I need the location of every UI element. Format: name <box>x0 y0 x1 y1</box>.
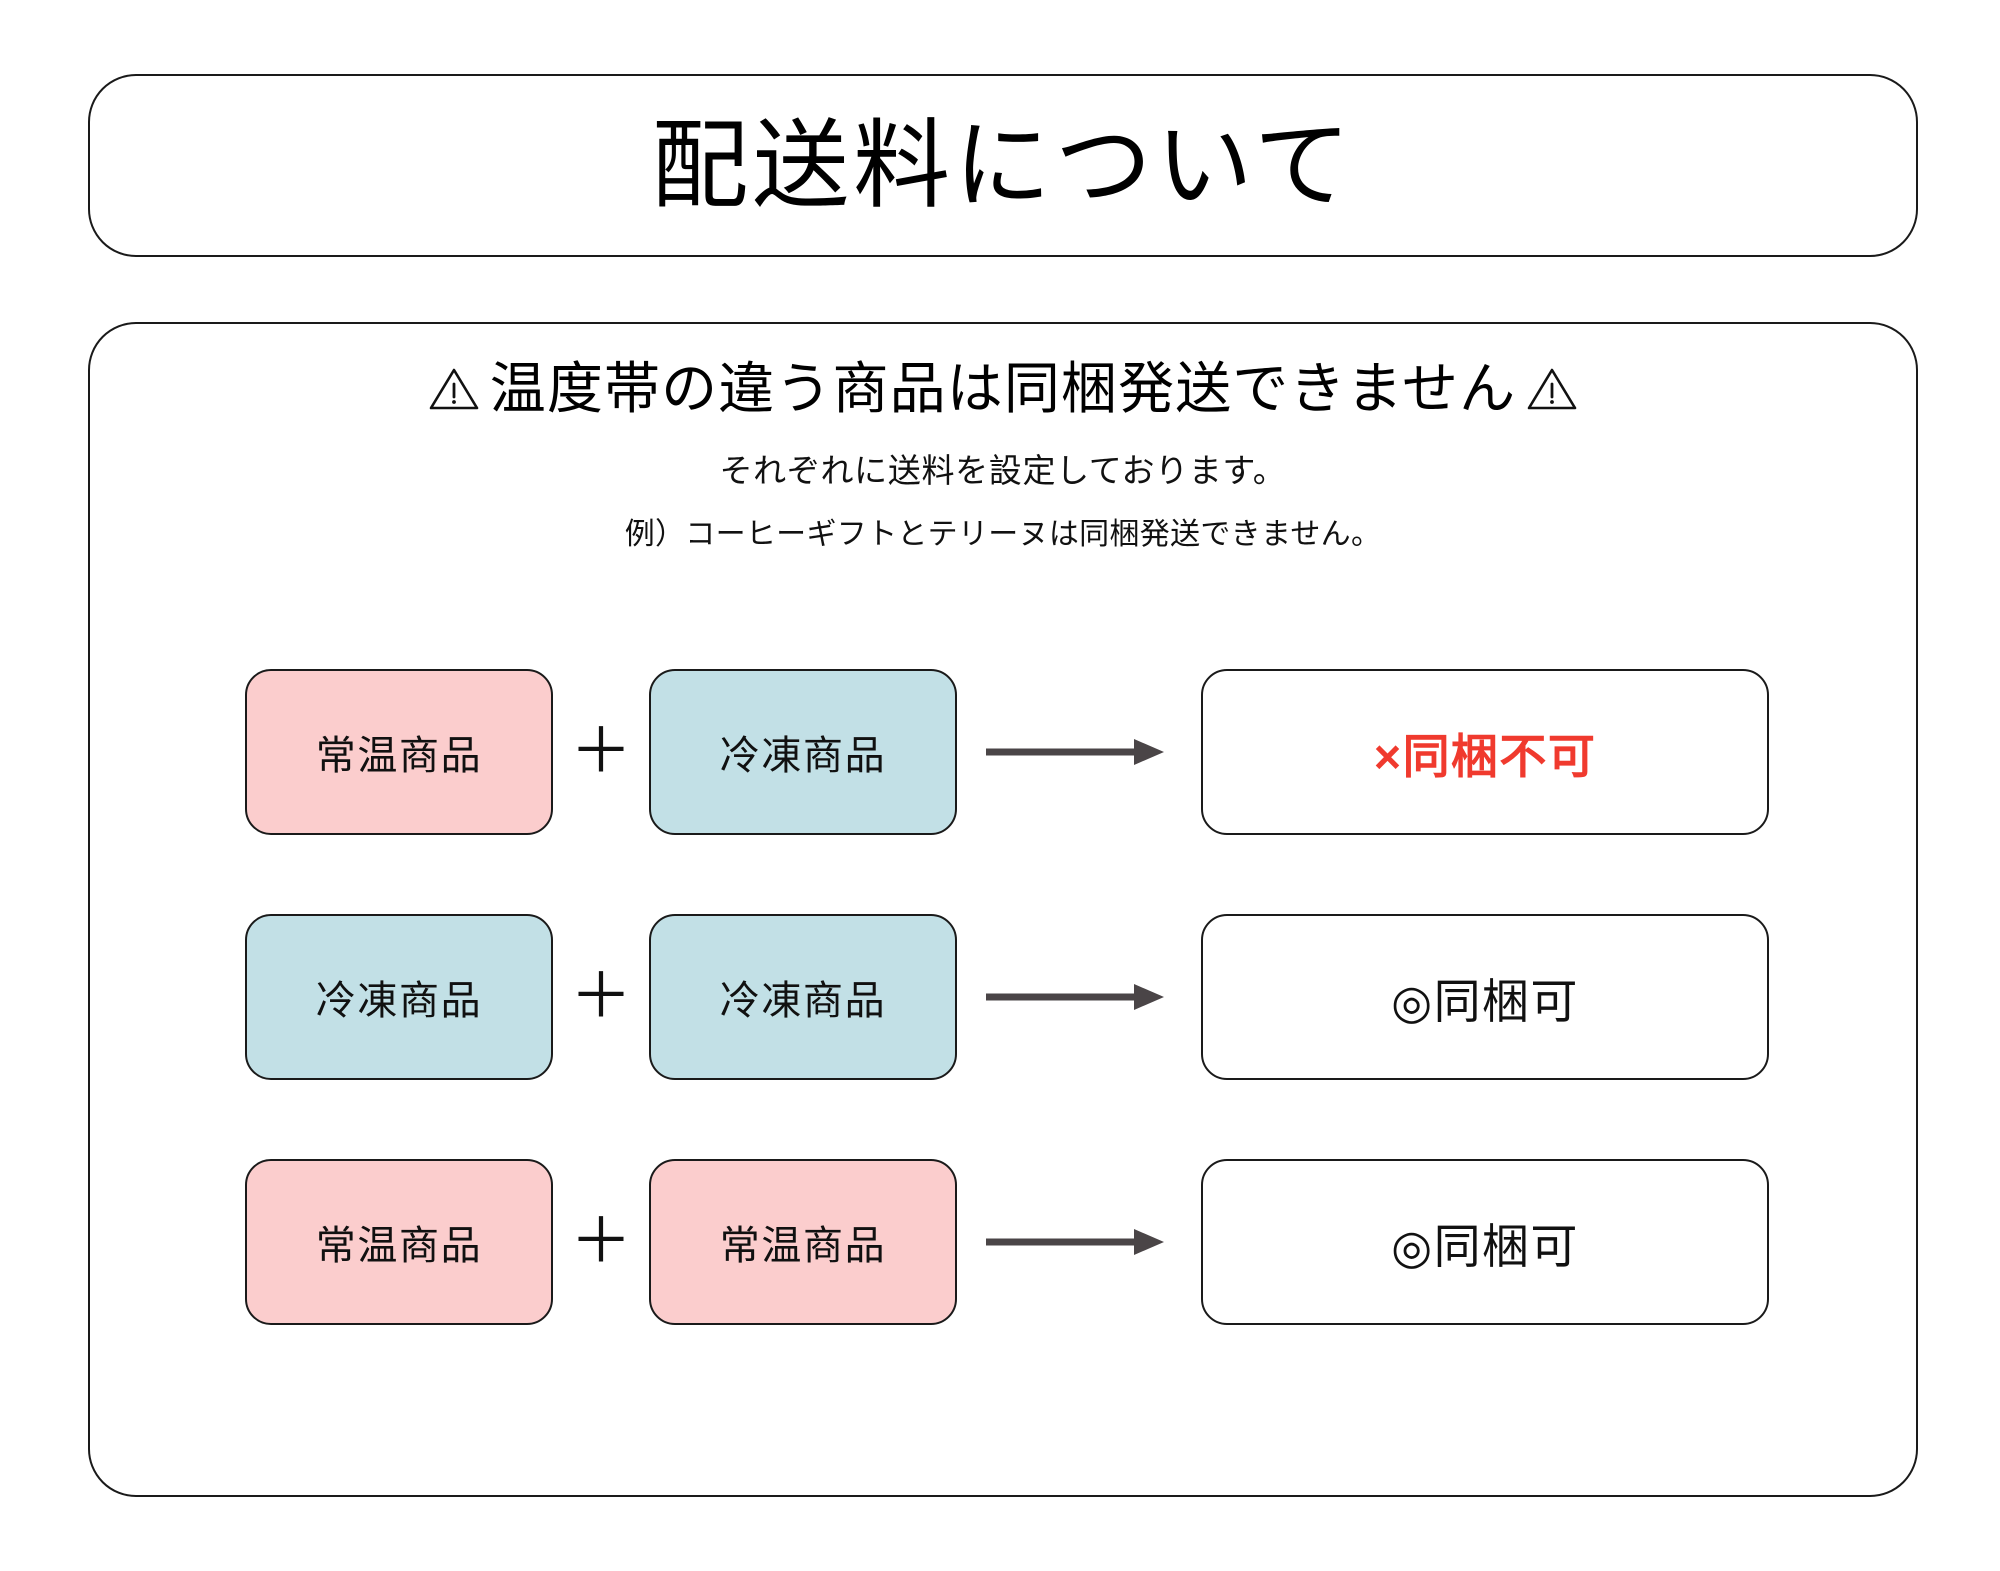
arrow-right-icon <box>957 735 1201 769</box>
warning-triangle-icon <box>1526 358 1578 428</box>
combination-row: 常温商品 ＋ 常温商品 ◎同梱可 <box>90 1159 1916 1327</box>
chip-label: 常温商品 <box>315 734 483 778</box>
chip-frozen-product: 冷凍商品 <box>245 914 553 1080</box>
chip-label: 冷凍商品 <box>719 734 887 778</box>
combination-row: 常温商品 ＋ 冷凍商品 ×同梱不可 <box>90 669 1916 837</box>
result-label: ◎同梱可 <box>1391 1219 1579 1273</box>
chip-frozen-product: 冷凍商品 <box>649 669 957 835</box>
chip-label: 常温商品 <box>315 1224 483 1268</box>
page-title: 配送料について <box>651 111 1355 220</box>
chip-frozen-product: 冷凍商品 <box>649 914 957 1080</box>
notice-block: 温度帯の違う商品は同梱発送できません それぞれに送料を設定しております。 例）コ… <box>90 354 1916 554</box>
chip-label: 冷凍商品 <box>315 979 483 1023</box>
chip-label: 冷凍商品 <box>719 979 887 1023</box>
title-card: 配送料について <box>88 74 1918 257</box>
arrow-right-icon <box>957 980 1201 1014</box>
row-inner: 常温商品 ＋ 冷凍商品 ×同梱不可 <box>245 669 1769 835</box>
combination-rows: 常温商品 ＋ 冷凍商品 ×同梱不可 <box>90 669 1916 1327</box>
chip-warm-product: 常温商品 <box>245 1159 553 1325</box>
notice-example: 例）コーヒーギフトとテリーヌは同梱発送できません。 <box>624 517 1382 551</box>
plus-operator: ＋ <box>569 1207 632 1276</box>
notice-headline: 温度帯の違う商品は同梱発送できません <box>489 357 1517 420</box>
warning-triangle-icon <box>428 358 480 428</box>
combination-row: 冷凍商品 ＋ 冷凍商品 ◎同梱可 <box>90 914 1916 1082</box>
notice-headline-row: 温度帯の違う商品は同梱発送できません <box>90 354 1916 428</box>
plus-operator: ＋ <box>569 717 632 786</box>
plus-operator: ＋ <box>569 962 632 1031</box>
chip-warm-product: 常温商品 <box>649 1159 957 1325</box>
row-inner: 常温商品 ＋ 常温商品 ◎同梱可 <box>245 1159 1769 1325</box>
chip-warm-product: 常温商品 <box>245 669 553 835</box>
chip-label: 常温商品 <box>719 1224 887 1268</box>
result-box: ◎同梱可 <box>1201 914 1769 1080</box>
result-label: ×同梱不可 <box>1373 729 1597 783</box>
notice-subline: それぞれに送料を設定しております。 <box>719 452 1287 489</box>
body-card: 温度帯の違う商品は同梱発送できません それぞれに送料を設定しております。 例）コ… <box>88 322 1918 1497</box>
result-box: ×同梱不可 <box>1201 669 1769 835</box>
result-label: ◎同梱可 <box>1391 974 1579 1028</box>
result-box: ◎同梱可 <box>1201 1159 1769 1325</box>
arrow-right-icon <box>957 1225 1201 1259</box>
row-inner: 冷凍商品 ＋ 冷凍商品 ◎同梱可 <box>245 914 1769 1080</box>
